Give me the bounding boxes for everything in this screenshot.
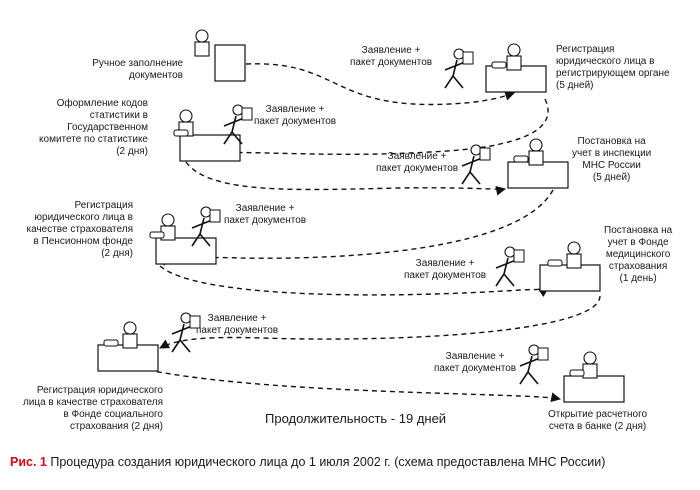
duration-label: Продолжительность - 19 дней: [265, 411, 447, 426]
figure-number: Рис. 1: [10, 455, 47, 469]
flow-arrow-2: [183, 98, 549, 158]
flow-arrow-3: [185, 161, 506, 196]
transfer-label-7: Заявление +пакет документов: [434, 351, 517, 374]
flow-arrow-7: [147, 369, 561, 403]
registration-desk: [485, 43, 547, 93]
transfer-label-6: Заявление +пакет документов: [196, 313, 279, 336]
flow-arrows: [147, 63, 601, 403]
flow-arrow-6: [159, 295, 601, 349]
medical-courier: [495, 246, 525, 287]
figure-caption-text: Процедура создания юридического лица до …: [46, 455, 606, 469]
bank-desk: [563, 351, 625, 403]
registration-courier: [444, 48, 474, 89]
stat-courier: [223, 104, 253, 145]
tax-desk: [507, 138, 569, 189]
bank-courier: [519, 344, 549, 385]
medical-desk: [539, 241, 601, 292]
tax-courier: [461, 144, 491, 185]
transfer-label-3: Заявление +пакет документов: [376, 151, 459, 174]
social-desk: [97, 321, 159, 372]
manual-desk: [194, 29, 246, 82]
transfer-label-5: Заявление +пакет документов: [404, 258, 487, 281]
flow-arrow-1: [245, 63, 515, 106]
transfer-label-4: Заявление +пакет документов: [224, 203, 307, 226]
flow-arrow-4: [157, 189, 554, 266]
figure-caption: Рис. 1 Процедура создания юридического л…: [10, 455, 605, 469]
transfer-label-2: Заявление +пакет документов: [254, 104, 337, 127]
transfer-label-1: Заявление +пакет документов: [350, 45, 433, 68]
flow-arrow-5: [159, 265, 549, 297]
